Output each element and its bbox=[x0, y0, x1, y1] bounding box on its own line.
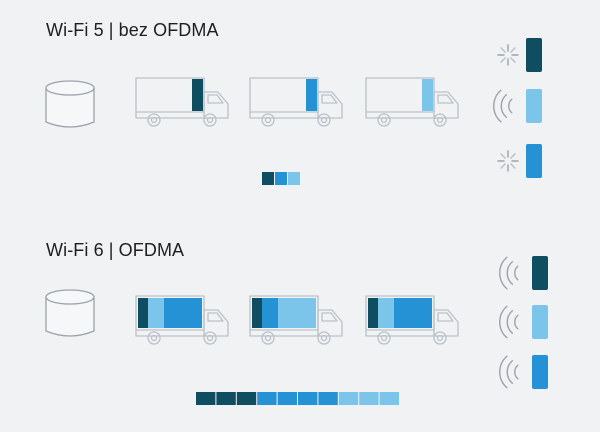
stream-segment bbox=[277, 392, 297, 405]
wifi6-client-device bbox=[499, 256, 548, 290]
wifi5-client-device bbox=[493, 89, 542, 123]
wheel bbox=[261, 113, 275, 127]
cargo-segment bbox=[368, 298, 378, 328]
signal-wave-icon bbox=[514, 364, 519, 380]
wifi5-truck bbox=[249, 77, 343, 127]
cargo-segment bbox=[278, 298, 316, 328]
wifi6-title: Wi-Fi 6 | OFDMA bbox=[46, 240, 185, 260]
wheel bbox=[377, 113, 391, 127]
device-body bbox=[526, 38, 542, 72]
device-body bbox=[532, 256, 548, 290]
cargo-segment bbox=[394, 298, 432, 328]
signal-wave-icon bbox=[508, 98, 513, 114]
wifi5-router-icon bbox=[45, 80, 95, 128]
cargo-segment bbox=[422, 79, 433, 111]
stream-segment bbox=[298, 392, 318, 405]
signal-wave-icon bbox=[506, 261, 514, 285]
stream-segment bbox=[236, 392, 257, 405]
stream-segment bbox=[338, 392, 359, 405]
signal-wave-icon bbox=[506, 360, 514, 384]
wifi6-data-stream bbox=[196, 392, 399, 405]
cargo-segment bbox=[378, 298, 394, 328]
wifi6-truck bbox=[135, 295, 229, 345]
wheel bbox=[203, 113, 217, 127]
wheel bbox=[261, 331, 275, 345]
cargo-segment bbox=[192, 79, 203, 111]
wifi6-router-icon bbox=[45, 289, 95, 337]
signal-wave-icon bbox=[514, 314, 519, 330]
stream-segment bbox=[359, 392, 379, 405]
wifi6-truck bbox=[365, 295, 459, 345]
signal-wave-icon bbox=[506, 310, 514, 334]
wheel bbox=[433, 331, 447, 345]
wheel bbox=[317, 331, 331, 345]
wifi5-title: Wi-Fi 5 | bez OFDMA bbox=[46, 20, 219, 40]
wheel bbox=[433, 113, 447, 127]
signal-wave-icon bbox=[514, 265, 519, 281]
stream-segment bbox=[257, 392, 277, 405]
wifi5-truck bbox=[365, 77, 459, 127]
cargo-segment bbox=[262, 298, 278, 328]
signal-wave-icon bbox=[499, 355, 508, 389]
stream-segment bbox=[318, 392, 338, 405]
stream-segment bbox=[379, 392, 399, 405]
wifi5-data-stream bbox=[262, 172, 300, 185]
signal-wave-icon bbox=[493, 89, 502, 123]
wheel bbox=[317, 113, 331, 127]
stream-segment bbox=[196, 392, 216, 405]
wheel bbox=[203, 331, 217, 345]
stream-segment bbox=[275, 172, 287, 185]
signal-wave-icon bbox=[499, 305, 508, 339]
cargo-segment bbox=[306, 79, 317, 111]
cargo-segment bbox=[138, 298, 148, 328]
wifi6-client-device bbox=[499, 355, 548, 389]
device-body bbox=[532, 305, 548, 339]
wheel bbox=[147, 113, 161, 127]
stream-segment bbox=[262, 172, 274, 185]
wifi5-client-device bbox=[497, 38, 542, 72]
cargo-segment bbox=[252, 298, 262, 328]
signal-wave-icon bbox=[499, 256, 508, 290]
cargo-segment bbox=[148, 298, 164, 328]
wifi5-client-device bbox=[497, 144, 542, 178]
wifi6-client-device bbox=[499, 305, 548, 339]
loading-spinner-icon bbox=[497, 44, 519, 66]
signal-wave-icon bbox=[500, 94, 508, 118]
device-body bbox=[526, 89, 542, 123]
device-body bbox=[532, 355, 548, 389]
wifi6-truck bbox=[249, 295, 343, 345]
device-body bbox=[526, 144, 542, 178]
cargo-segment bbox=[164, 298, 202, 328]
wheel bbox=[147, 331, 161, 345]
loading-spinner-icon bbox=[497, 150, 519, 172]
wheel bbox=[377, 331, 391, 345]
wifi5-truck bbox=[135, 77, 229, 127]
stream-segment bbox=[288, 172, 300, 185]
stream-segment bbox=[216, 392, 236, 405]
